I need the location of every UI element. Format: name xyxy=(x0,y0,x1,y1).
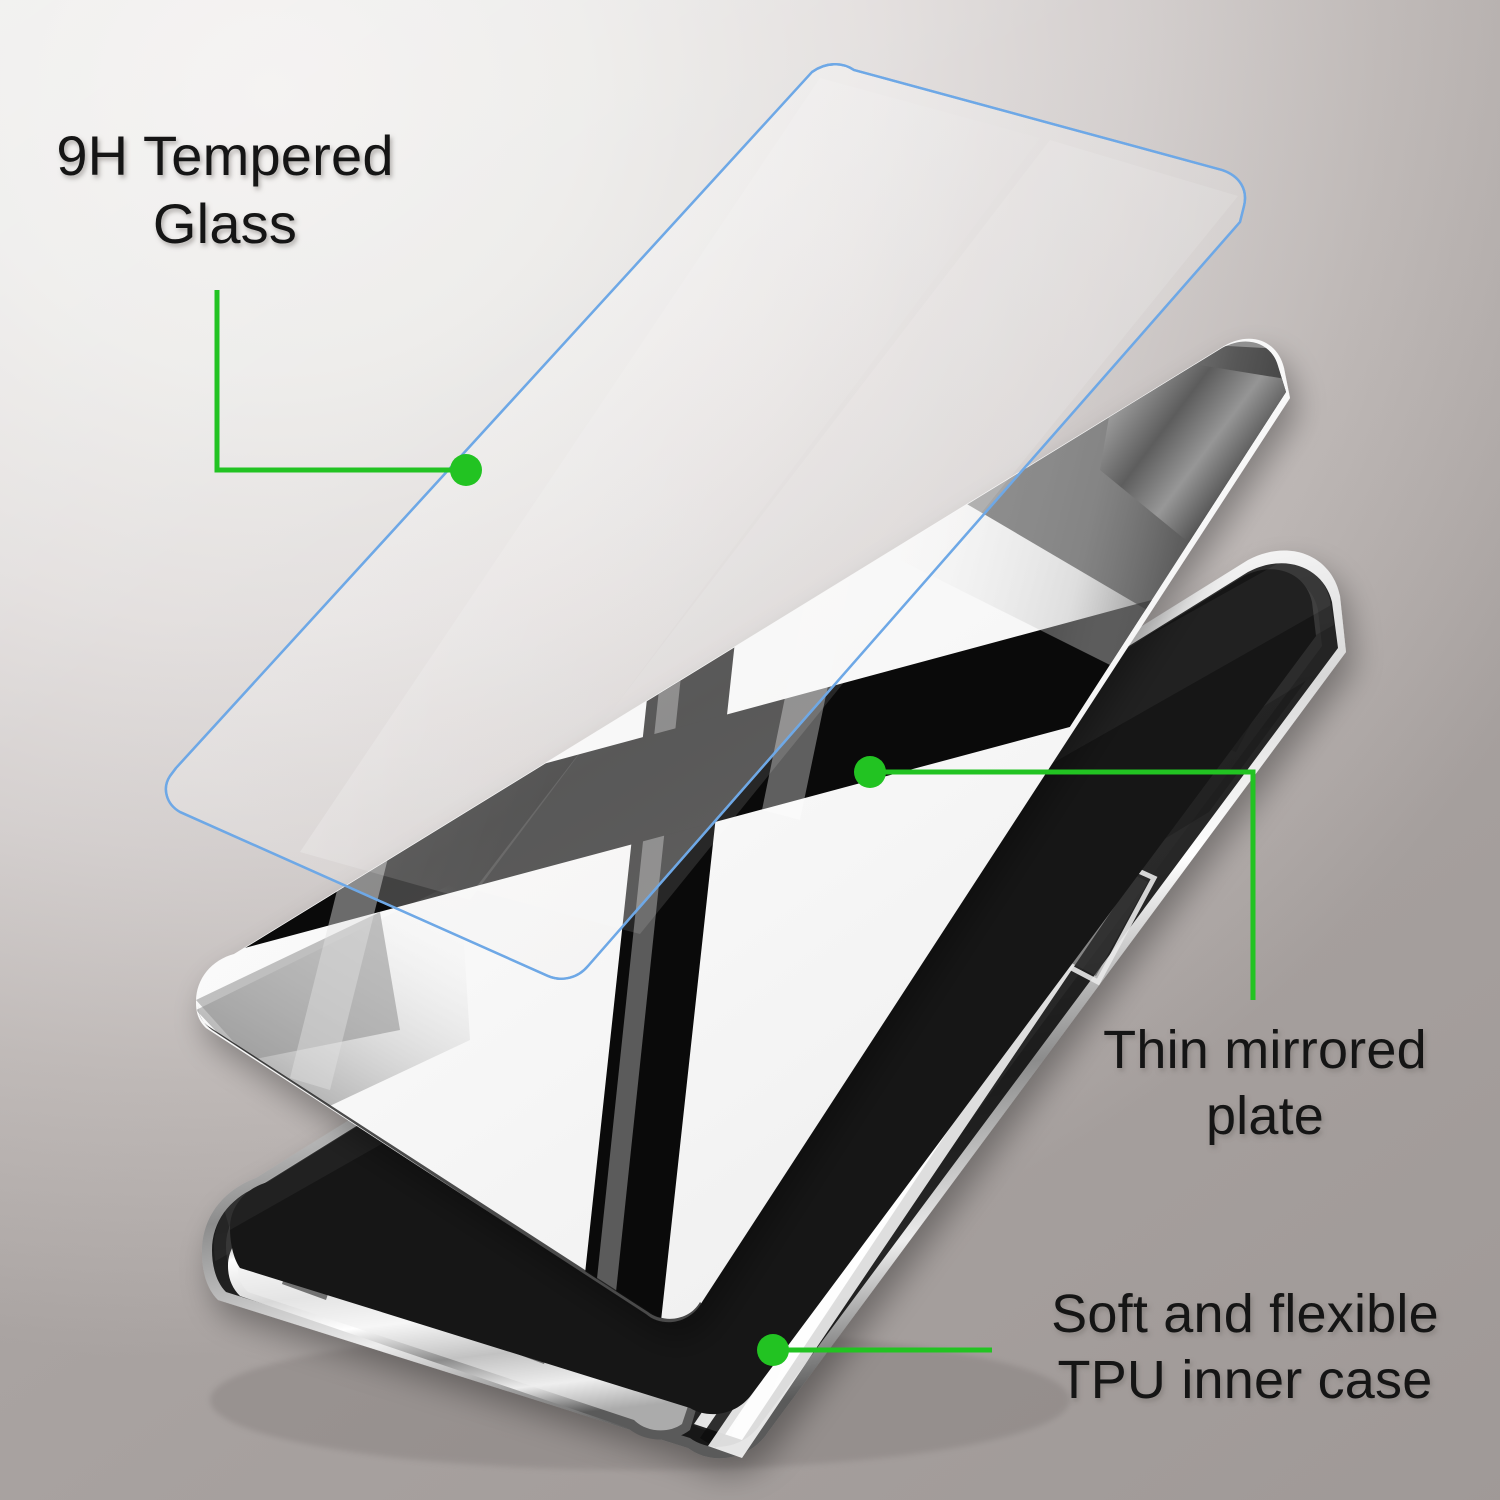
callout-dot-mirrored-plate[interactable] xyxy=(854,756,886,788)
callout-dot-tempered-glass[interactable] xyxy=(450,454,482,486)
tempered-glass-sheet[interactable] xyxy=(164,63,1247,980)
glass-sheen xyxy=(300,78,1040,900)
glass-outline xyxy=(164,63,1247,980)
callout-dot-tpu-inner-case[interactable] xyxy=(757,1334,789,1366)
callout-label-tpu-inner-case: Soft and flexible TPU inner case xyxy=(1051,1284,1439,1410)
callout-label-mirrored-plate: Thin mirrored plate xyxy=(1103,1020,1427,1146)
callout-label-tempered-glass: 9H Tempered Glass xyxy=(56,124,394,256)
mirror-plate-edge-bevel xyxy=(1100,352,1286,560)
